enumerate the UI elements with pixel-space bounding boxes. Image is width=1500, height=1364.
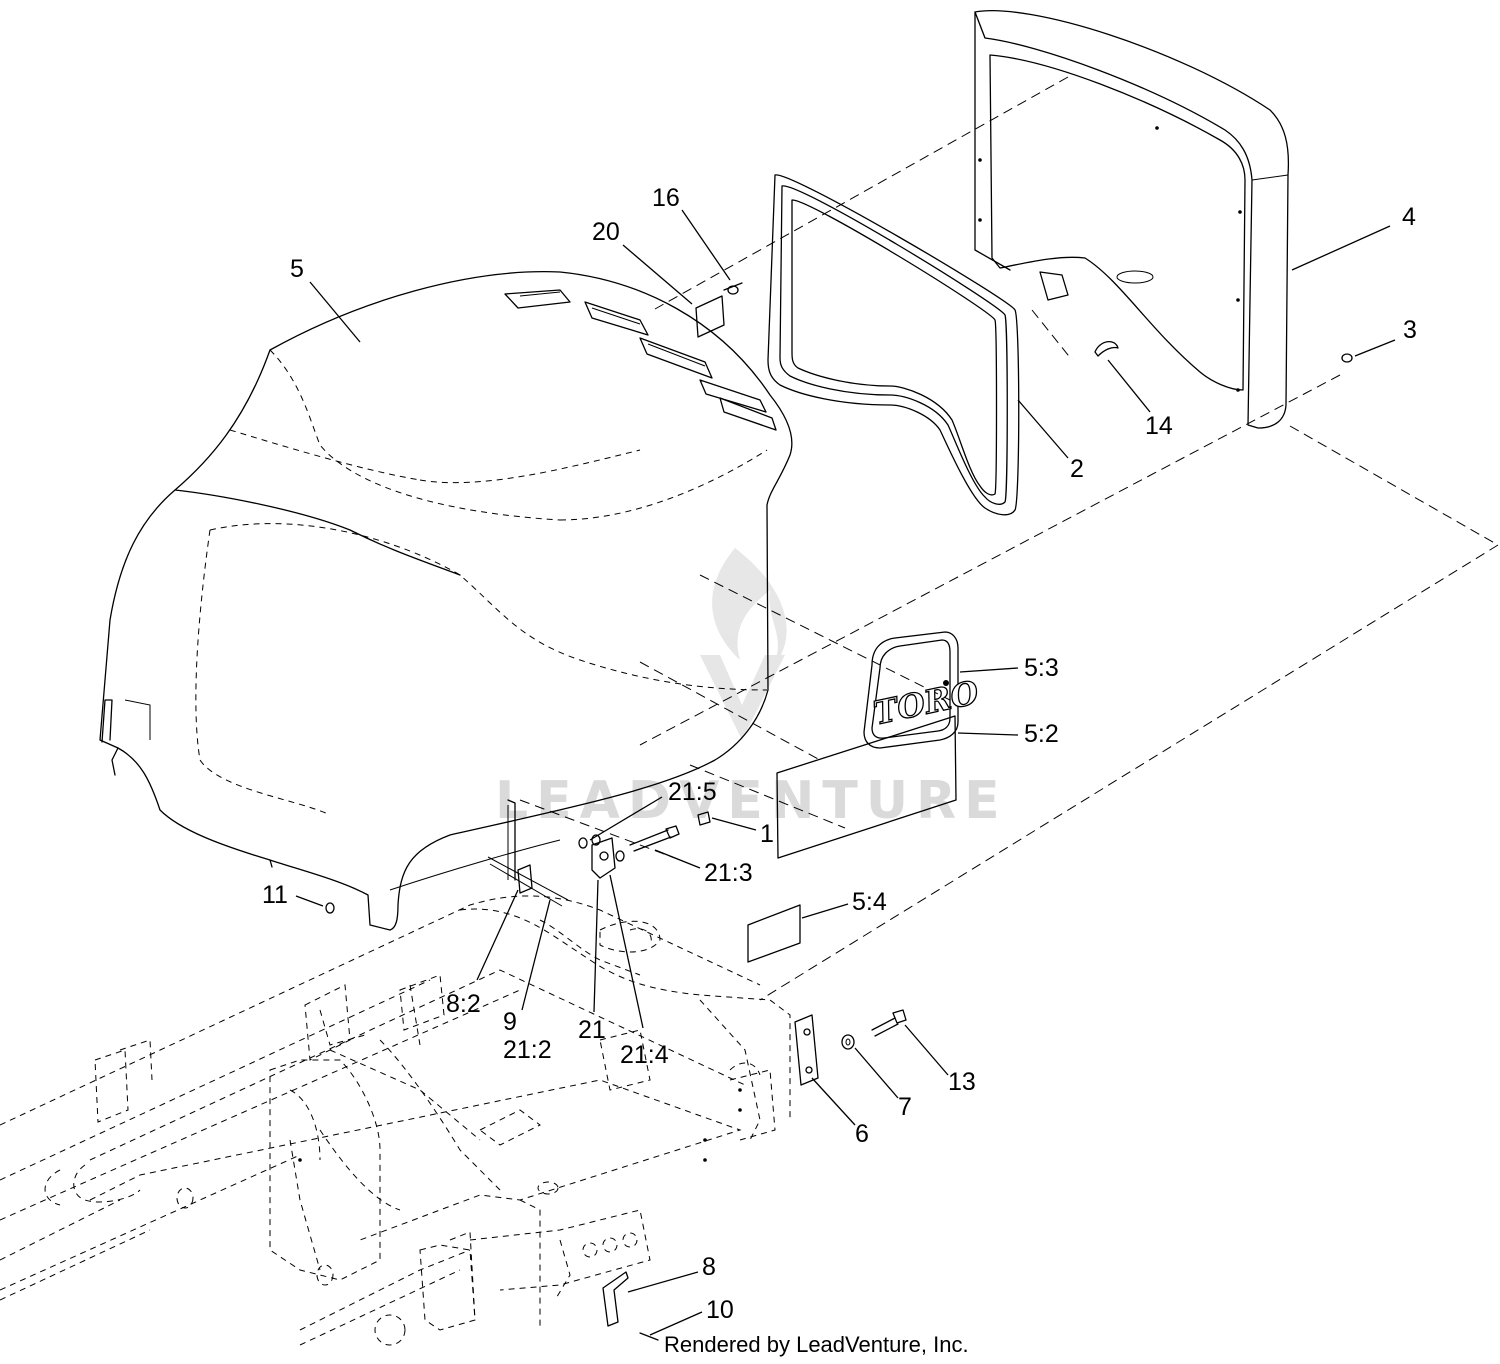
toro-decal-5-3: TORO <box>863 631 983 749</box>
washer-7 <box>841 1034 855 1050</box>
toro-logo-text: TORO <box>870 673 982 732</box>
callout-13: 13 <box>948 1068 976 1096</box>
watermark-text: LEADVENTURE <box>495 771 1008 831</box>
callout-3: 3 <box>1403 316 1417 344</box>
grommet-11 <box>325 902 335 914</box>
callout-21-3: 21:3 <box>704 859 753 887</box>
decal-5-2 <box>776 715 957 859</box>
callout-1: 1 <box>760 820 774 848</box>
callout-5: 5 <box>290 255 304 283</box>
decal-5-4 <box>747 904 801 963</box>
callout-21-5: 21:5 <box>668 778 717 806</box>
rear-panel-frame-part <box>974 10 1290 429</box>
callout-5-4: 5:4 <box>852 888 887 916</box>
render-credit: Rendered by LeadVenture, Inc. <box>664 1332 969 1357</box>
latch-assembly <box>487 799 711 907</box>
bolt-13 <box>871 1009 907 1037</box>
callout-20: 20 <box>592 218 620 246</box>
small-decal-20 <box>695 295 725 338</box>
callout-16: 16 <box>652 184 680 212</box>
callout-4: 4 <box>1402 203 1416 231</box>
callout-21: 21 <box>578 1016 606 1044</box>
gasket-part <box>767 174 1020 516</box>
callout-21-2: 21:2 <box>503 1036 552 1064</box>
callout-11: 11 <box>262 881 288 909</box>
callout-6: 6 <box>855 1120 869 1148</box>
callout-10: 10 <box>706 1296 734 1324</box>
hood-part <box>99 271 793 931</box>
callout-labels: 16 20 5 4 3 14 2 5:3 5:2 21:5 1 21:3 11 … <box>262 184 1417 1324</box>
callout-5-3: 5:3 <box>1024 654 1059 682</box>
callout-14: 14 <box>1145 412 1173 440</box>
clip-14 <box>1094 341 1119 357</box>
leadventure-watermark: LEADVENTURE <box>495 548 1008 831</box>
callout-7: 7 <box>898 1093 912 1121</box>
assembly-lines <box>639 76 1499 1001</box>
nut-3 <box>1341 353 1353 363</box>
leader-lines <box>295 209 1396 1336</box>
callout-8-2: 8:2 <box>446 990 481 1018</box>
callout-5-2: 5:2 <box>1024 720 1059 748</box>
callout-9: 9 <box>503 1008 517 1036</box>
callout-8: 8 <box>702 1253 716 1281</box>
chassis-frame <box>0 895 791 1346</box>
callout-21-4: 21:4 <box>620 1041 669 1069</box>
bracket-8 <box>602 1271 629 1327</box>
fastener-16 <box>723 282 743 295</box>
callout-2: 2 <box>1070 455 1084 483</box>
bracket-6 <box>794 1014 819 1086</box>
pin-10 <box>639 1332 659 1341</box>
